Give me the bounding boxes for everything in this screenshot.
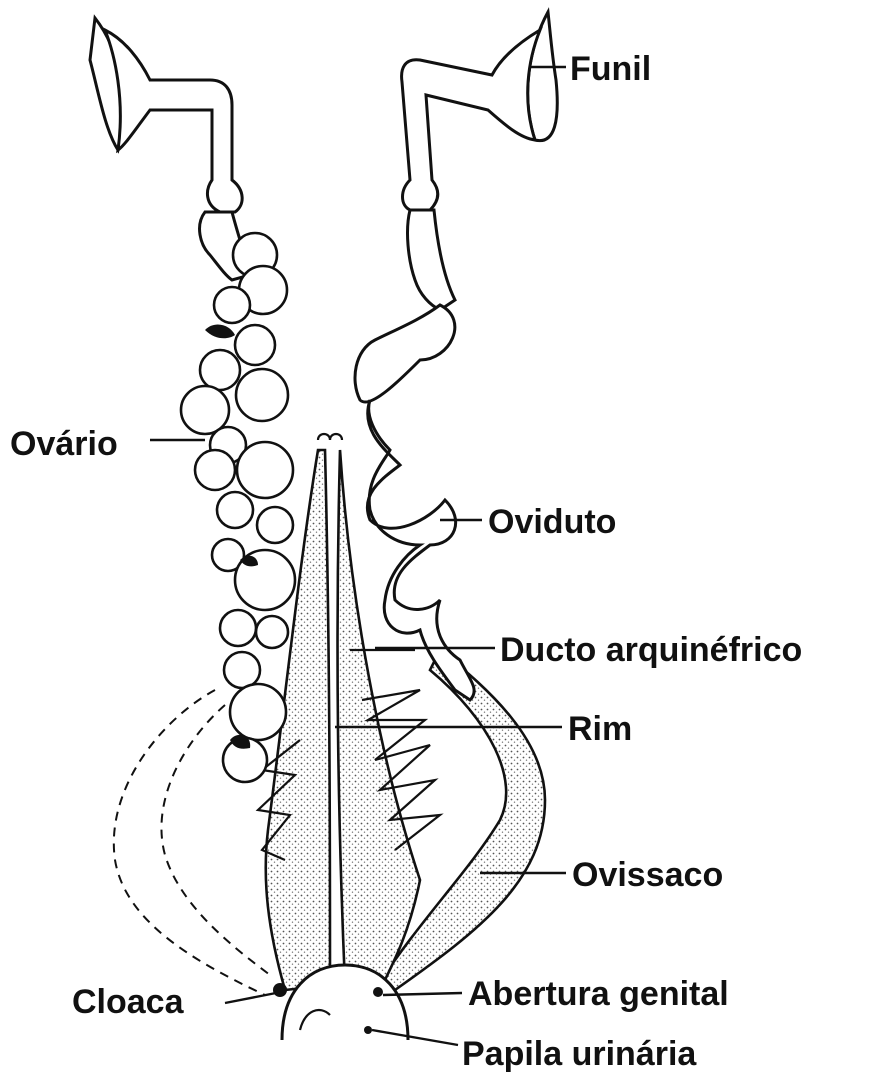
label-abertura-text: Abertura genital (468, 975, 729, 1013)
label-ducto-text: Ducto arquinéfrico (500, 631, 802, 669)
label-ovissaco-text: Ovissaco (572, 856, 723, 894)
label-cloaca: Cloaca (72, 983, 276, 1021)
right-oviduct-upper (408, 210, 455, 310)
label-rim-text: Rim (568, 710, 632, 748)
label-abertura: Abertura genital (383, 975, 729, 1013)
right-oviduct (355, 305, 474, 700)
label-papila: Papila urinária (372, 1030, 697, 1073)
left-funnel (90, 18, 242, 212)
label-ovario-text: Ovário (10, 425, 118, 463)
label-oviduto: Oviduto (440, 503, 616, 541)
right-funnel (402, 12, 558, 210)
label-oviduto-text: Oviduto (488, 503, 616, 541)
label-funil-text: Funil (570, 50, 651, 88)
label-ovario: Ovário (10, 425, 205, 463)
label-papila-text: Papila urinária (462, 1035, 697, 1073)
label-cloaca-text: Cloaca (72, 983, 185, 1021)
